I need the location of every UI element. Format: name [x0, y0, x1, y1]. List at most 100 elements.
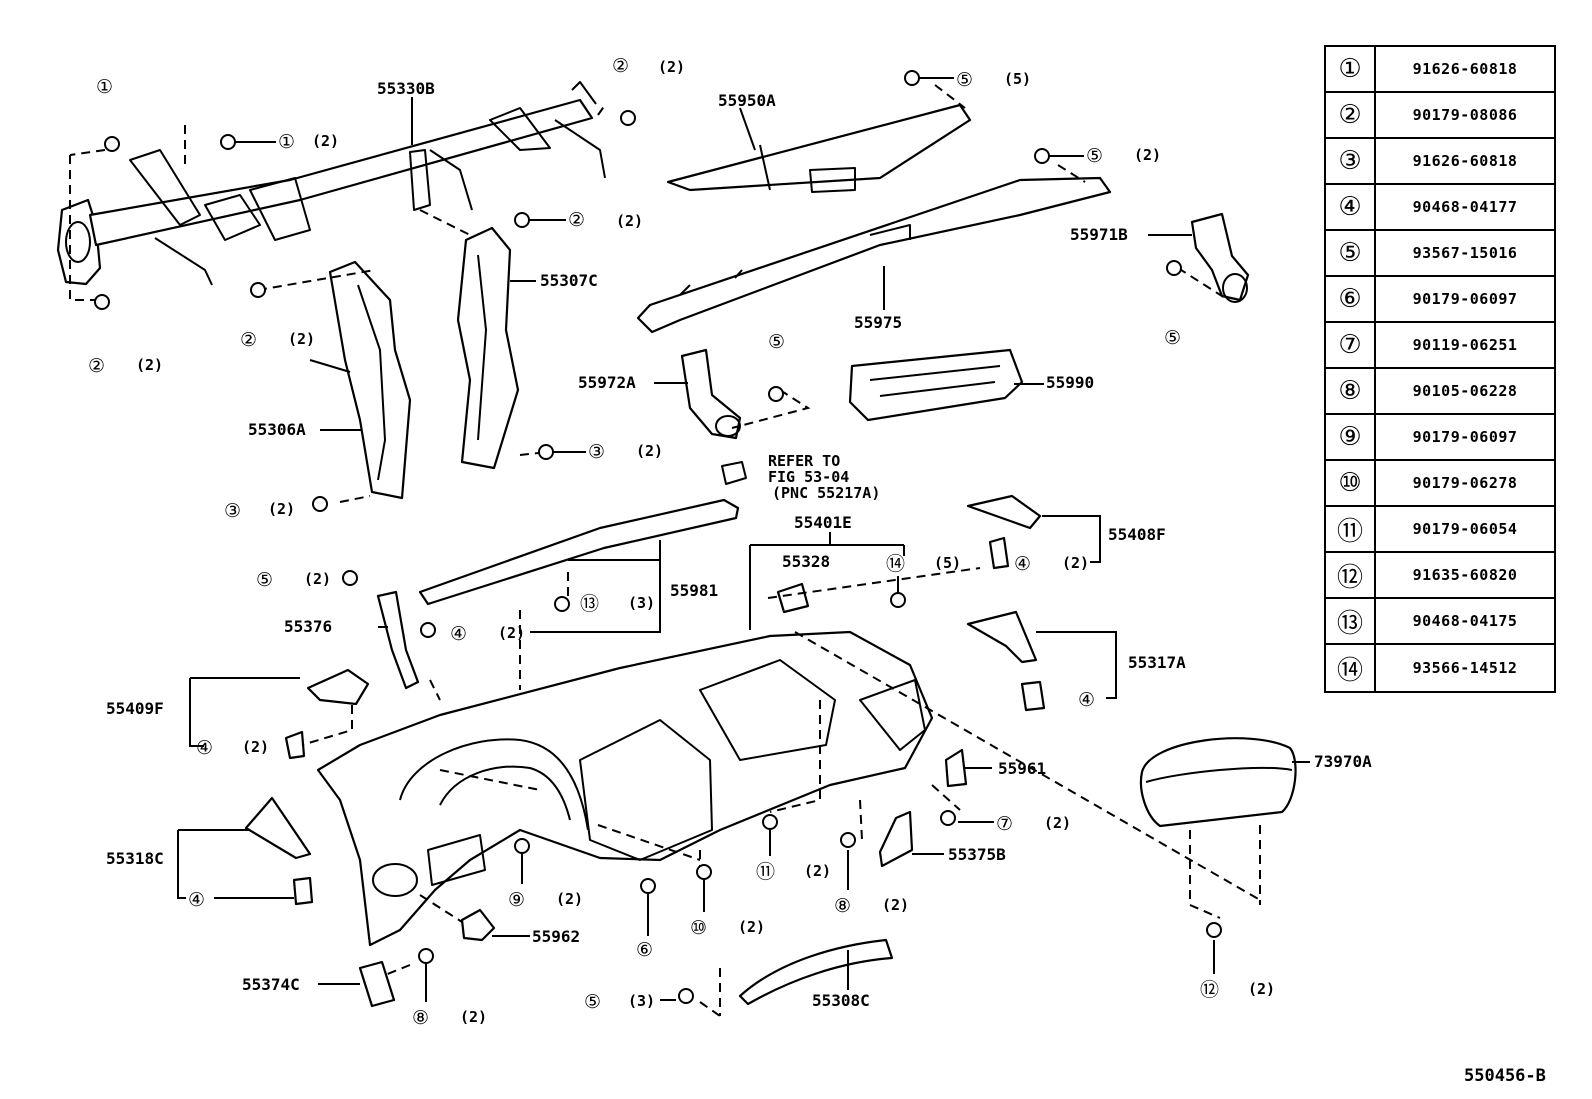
qty-5-a: (5) [1004, 70, 1031, 88]
box-55961 [944, 748, 968, 788]
label-55961: 55961 [998, 759, 1046, 778]
qty-4-c: (2) [242, 738, 269, 756]
legend-part-number: 91626-60818 [1412, 60, 1518, 78]
qty-11: (2) [804, 862, 831, 880]
qty-5-e: (2) [304, 570, 331, 588]
callout-5-d: ⑤ [768, 331, 785, 353]
label-55408f: 55408F [1108, 525, 1166, 544]
brace-55306a [309, 260, 412, 500]
cover-55408f [966, 494, 1042, 570]
legend-symbol: ④ [1326, 185, 1376, 229]
legend-row: ⑤ 93567-15016 [1326, 231, 1554, 277]
qty-7: (2) [1044, 814, 1071, 832]
legend-symbol: ③ [1326, 139, 1376, 183]
legend-symbol: ⑩ [1326, 461, 1376, 505]
legend-part-number: 91626-60818 [1412, 152, 1518, 170]
legend-row: ③ 91626-60818 [1326, 139, 1554, 185]
legend-part-number: 93567-15016 [1412, 244, 1518, 262]
armrest-73970a [1139, 737, 1297, 828]
legend-symbol: ⑨ [1326, 415, 1376, 459]
legend-symbol: ⑫ [1326, 553, 1376, 597]
bracket-55375b [878, 810, 914, 868]
qty-12: (2) [1248, 980, 1275, 998]
qty-2-b: (2) [616, 212, 643, 230]
label-55307c: 55307C [540, 271, 598, 290]
legend-part-number: 90105-06228 [1412, 382, 1518, 400]
legend-part-number: 90179-06278 [1412, 474, 1518, 492]
qty-3-b: (2) [268, 500, 295, 518]
callout-4-d: ④ [1078, 689, 1095, 711]
qty-5-f: (3) [628, 992, 655, 1010]
callout-12: ⑫ [1200, 979, 1219, 1001]
callout-8-a: ⑧ [834, 895, 851, 917]
refer-note-line-3: (PNC 55217A) [772, 484, 880, 502]
callout-4-b: ④ [1014, 553, 1031, 575]
callout-5-f: ⑤ [584, 991, 601, 1013]
refer-note-line-1: REFER TO [768, 452, 840, 470]
callout-5-c: ⑤ [1164, 327, 1181, 349]
qty-8-b: (2) [460, 1008, 487, 1026]
bracket-55374c [358, 960, 396, 1008]
qty-2-d: (2) [136, 356, 163, 374]
label-55318c: 55318C [106, 849, 164, 868]
label-55972a: 55972A [578, 373, 636, 392]
label-55971b: 55971B [1070, 225, 1128, 244]
figure-code: 550456-B [1464, 1066, 1546, 1086]
bracket-55376 [376, 590, 420, 690]
duct-55971b [1190, 212, 1250, 303]
pad-55962 [460, 908, 496, 942]
callout-9: ⑨ [508, 889, 525, 911]
callout-1-a: ① [96, 76, 113, 98]
legend-part-number: 90119-06251 [1412, 336, 1518, 354]
label-55950a: 55950A [718, 91, 776, 110]
callout-3-a: ③ [588, 441, 605, 463]
callout-13: ⑬ [580, 593, 599, 615]
legend-part-number: 90468-04175 [1412, 612, 1518, 630]
label-55374c: 55374C [242, 975, 300, 994]
callout-1-b: ① [278, 131, 295, 153]
callout-7: ⑦ [996, 813, 1013, 835]
label-55306a: 55306A [248, 420, 306, 439]
qty-10: (2) [738, 918, 765, 936]
label-55990: 55990 [1046, 373, 1094, 392]
legend-row: ⑧ 90105-06228 [1326, 369, 1554, 415]
callout-2-d: ② [88, 355, 105, 377]
label-55409f: 55409F [106, 699, 164, 718]
callout-4-c: ④ [196, 737, 213, 759]
legend-row: ⑫ 91635-60820 [1326, 553, 1554, 599]
legend-part-number: 91635-60820 [1412, 566, 1518, 584]
duct-55972a [680, 348, 742, 440]
label-55375b: 55375B [948, 845, 1006, 864]
refer-note: REFER TO FIG 53-04 (PNC 55217A) [768, 452, 880, 502]
label-55328: 55328 [782, 552, 830, 571]
qty-2-a: (2) [658, 58, 685, 76]
label-55401e: 55401E [794, 513, 852, 532]
legend-part-number: 90468-04177 [1412, 198, 1518, 216]
legend-symbol: ⑧ [1326, 369, 1376, 413]
cover-55317a [966, 610, 1046, 712]
assembly-lines [69, 84, 1261, 1017]
callout-11: ⑪ [756, 861, 775, 883]
legend-symbol: ⑤ [1326, 231, 1376, 275]
cover-55409f [284, 668, 370, 760]
qty-4-b: (2) [1062, 554, 1089, 572]
label-55317a: 55317A [1128, 653, 1186, 672]
callout-8-b: ⑧ [412, 1007, 429, 1029]
qty-8-a: (2) [882, 896, 909, 914]
legend-part-number: 90179-06054 [1412, 520, 1518, 538]
qty-5-b: (2) [1134, 146, 1161, 164]
qty-13: (3) [628, 594, 655, 612]
label-55308c: 55308C [812, 991, 870, 1010]
callout-10: ⑩ [690, 917, 707, 939]
callout-4-a: ④ [450, 623, 467, 645]
label-55981: 55981 [670, 581, 718, 600]
duct-55975 [636, 176, 1112, 334]
label-55376: 55376 [284, 617, 332, 636]
